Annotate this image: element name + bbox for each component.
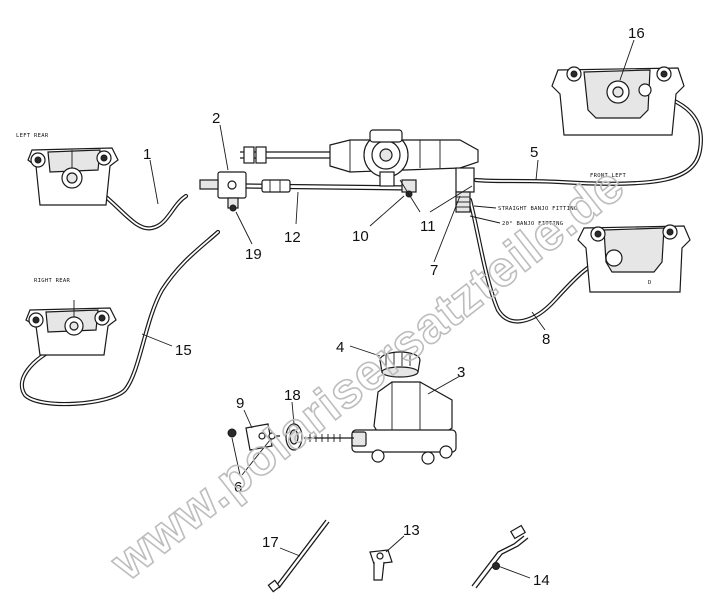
callout-11: 11 [420, 218, 436, 235]
cable-tie [267, 519, 330, 593]
callout-9: 9 [236, 395, 244, 412]
leader-lines [141, 39, 635, 579]
left-rear-label: LEFT REAR [16, 133, 49, 139]
callout-16: 16 [628, 25, 645, 42]
callout-15: 15 [175, 342, 192, 359]
brake-junction-block [199, 171, 247, 212]
boot-seal [285, 423, 303, 451]
front-left-caliper [551, 66, 685, 136]
hose-clip [369, 549, 393, 581]
callout-13: 13 [403, 522, 420, 539]
callout-2: 2 [212, 110, 220, 127]
callout-19: 19 [245, 246, 262, 263]
callout-8: 8 [542, 331, 550, 348]
front-right-caliper: D [577, 224, 691, 293]
left-rear-caliper: LEFT REAR [16, 133, 119, 206]
callout-17: 17 [262, 534, 279, 551]
callout-18: 18 [284, 387, 301, 404]
master-cylinder [304, 381, 457, 465]
watermark-text: www.polarisersatzteile.de [100, 156, 635, 591]
mounting-bracket [471, 524, 529, 589]
callout-10: 10 [352, 228, 369, 245]
fasteners [227, 428, 276, 440]
straight-banjo-label: STRAIGHT BANJO FITTING [498, 206, 577, 212]
callout-3: 3 [457, 364, 465, 381]
callout-12: 12 [284, 229, 301, 246]
callout-5: 5 [530, 144, 538, 161]
callout-14: 14 [533, 572, 550, 589]
banjo-20-label: 20° BANJO FITTING [502, 221, 563, 227]
brake-hoses [19, 87, 703, 407]
caliper-d-label: D [648, 280, 652, 286]
reservoir-cap [379, 351, 421, 378]
callout-4: 4 [336, 339, 344, 356]
right-rear-label: RIGHT REAR [34, 278, 71, 284]
callout-1: 1 [143, 146, 151, 163]
callout-6: 6 [234, 479, 242, 496]
callout-numbers: 1 2 3 4 5 6 7 8 9 10 11 12 13 14 15 16 1… [143, 25, 645, 589]
callout-7: 7 [430, 262, 438, 279]
right-rear-caliper: RIGHT REAR [25, 278, 117, 356]
proportioning-valve-assembly [240, 129, 479, 213]
front-left-label: FRONT LEFT [590, 173, 627, 179]
